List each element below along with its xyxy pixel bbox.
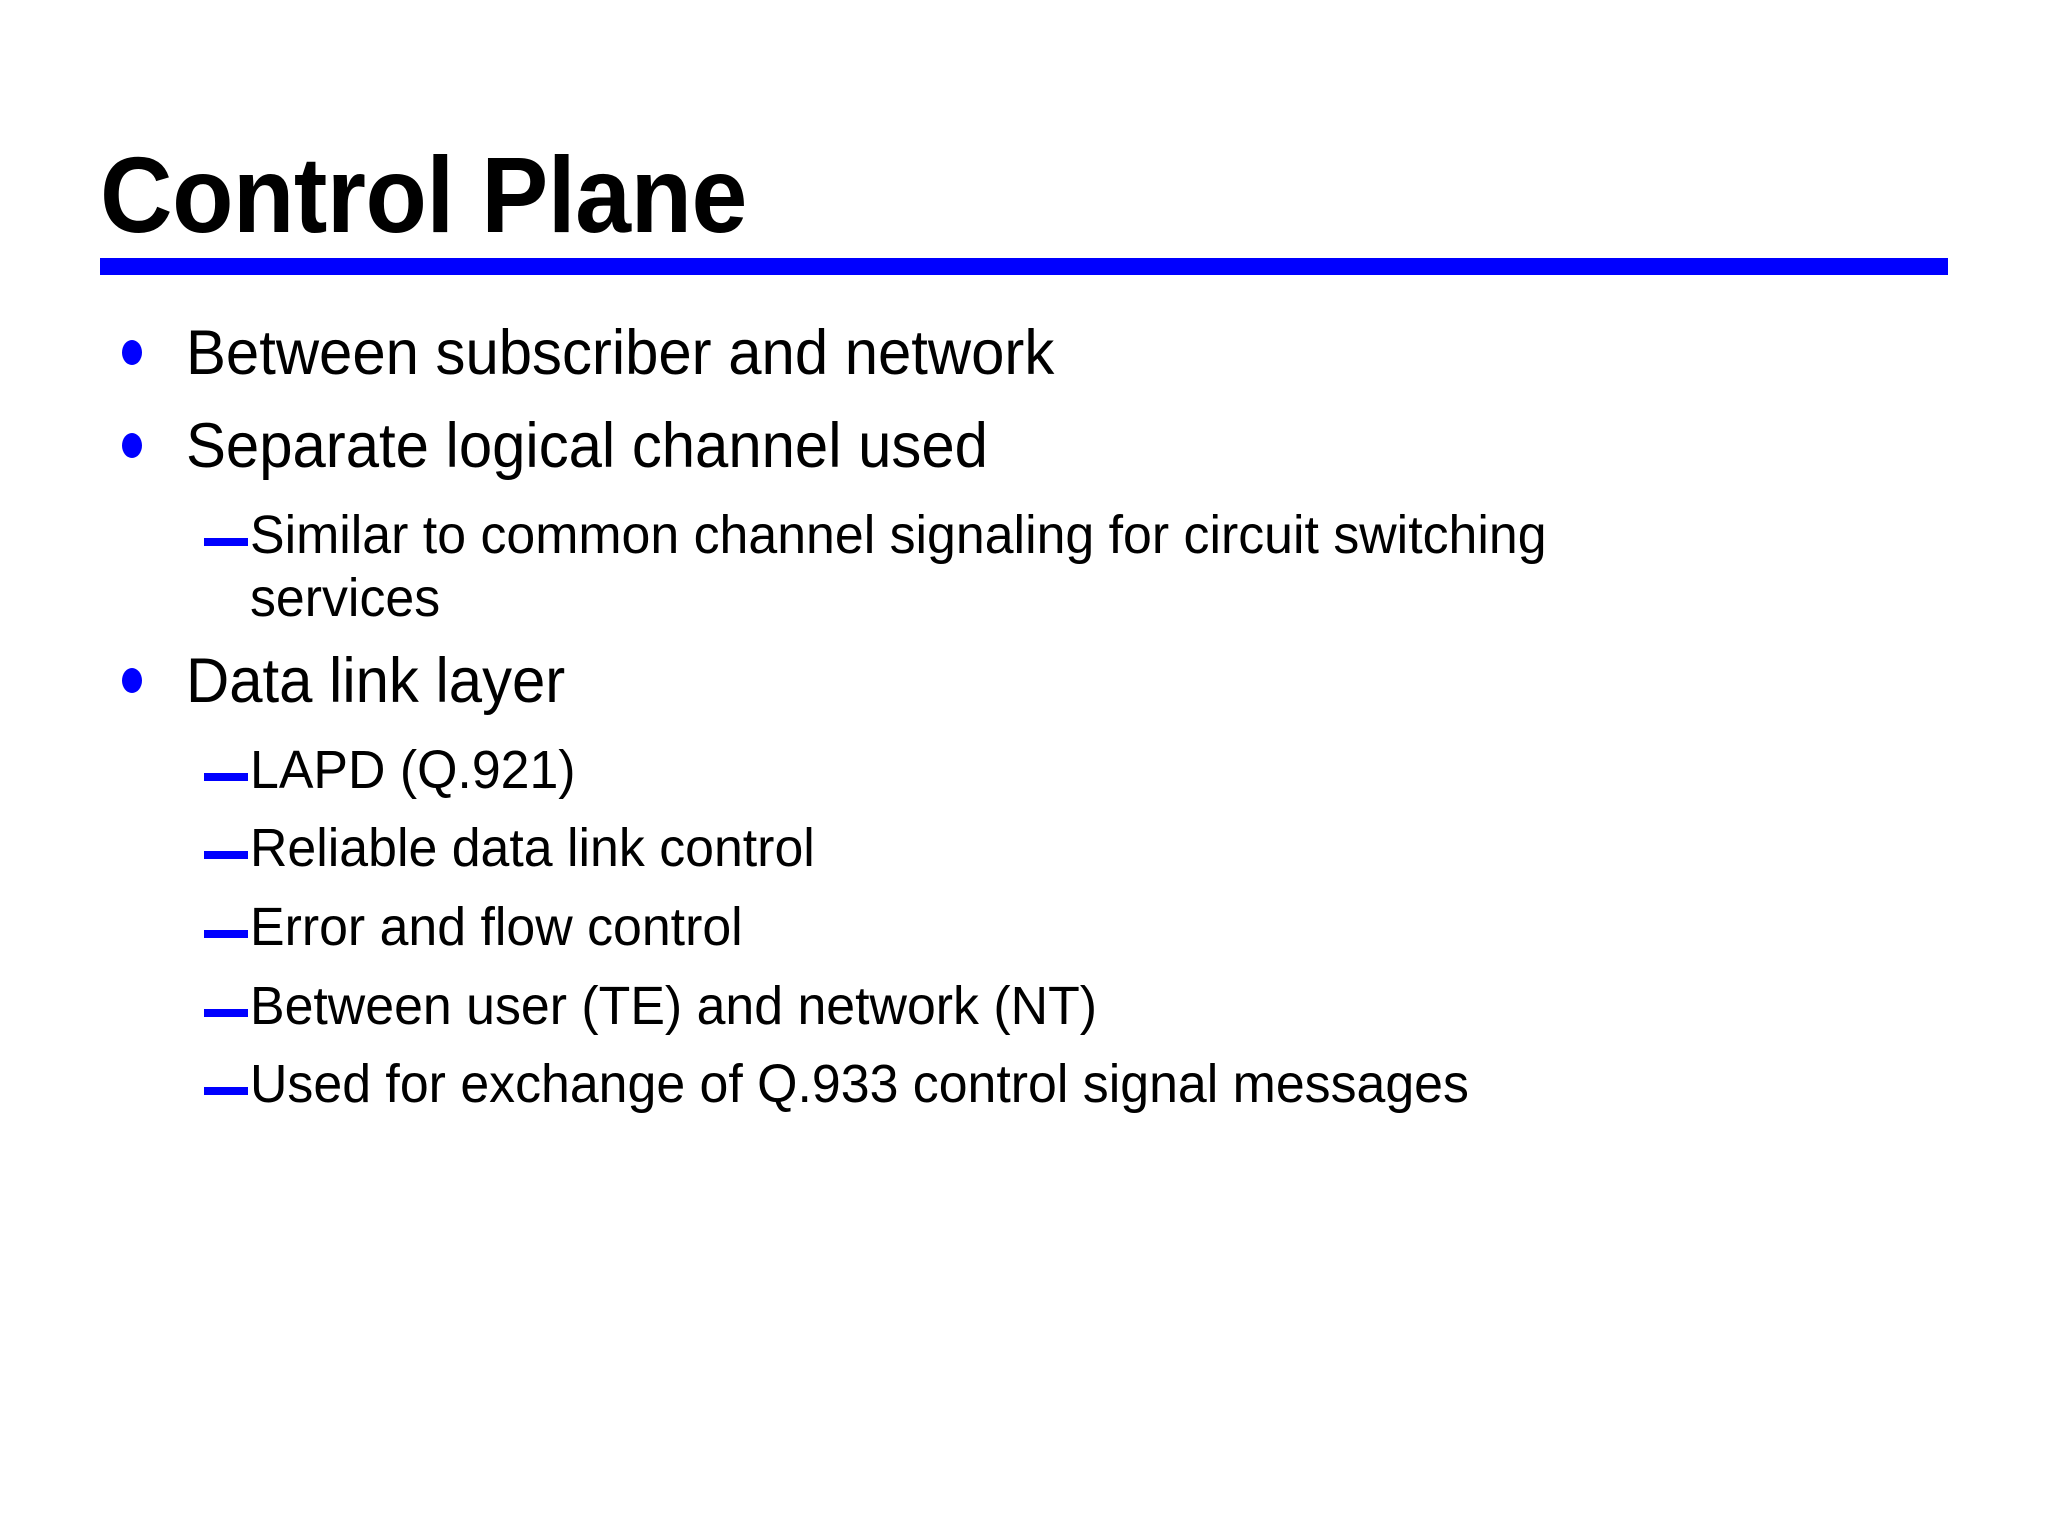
sub-list-item: LAPD (Q.921) xyxy=(108,739,2008,802)
title-block: Control Plane xyxy=(100,134,1950,276)
bullet-dash-icon xyxy=(204,851,248,860)
sub-list-item-label: LAPD (Q.921) xyxy=(250,739,576,800)
title-underline-rule xyxy=(100,258,1948,276)
list-item: Separate logical channel used xyxy=(108,411,2008,482)
list-item: Data link layer xyxy=(108,646,2008,717)
sub-list-item: Used for exchange of Q.933 control signa… xyxy=(108,1053,2008,1116)
bullet-dash-icon xyxy=(204,1087,248,1096)
bullet-list: Between subscriber and network Separate … xyxy=(108,318,2008,1132)
list-item: Between subscriber and network xyxy=(108,318,2008,389)
page-title: Control Plane xyxy=(100,134,747,255)
sub-list-item-label: Error and flow control xyxy=(250,897,743,958)
bullet-dash-icon xyxy=(204,772,248,781)
list-item-label: Between subscriber and network xyxy=(186,318,1055,388)
bullet-dash-icon xyxy=(204,930,248,939)
sub-list-item-label: Between user (TE) and network (NT) xyxy=(250,975,1098,1036)
bullet-dot-icon xyxy=(122,340,142,366)
list-item-label: Data link layer xyxy=(186,645,566,716)
sub-list-item-label: Reliable data link control xyxy=(250,818,815,879)
bullet-dash-icon xyxy=(204,538,248,547)
sub-list-item: Error and flow control xyxy=(108,896,2008,959)
bullet-dot-icon xyxy=(122,433,142,459)
list-item-label: Separate logical channel used xyxy=(186,411,988,482)
sub-list-item-label: Used for exchange of Q.933 control signa… xyxy=(250,1054,1469,1115)
sub-list-item: Similar to common channel signaling for … xyxy=(108,504,2008,629)
sub-list-item: Reliable data link control xyxy=(108,817,2008,880)
sub-list-item-label: Similar to common channel signaling for … xyxy=(250,505,1547,628)
sub-list-item: Between user (TE) and network (NT) xyxy=(108,975,2008,1038)
bullet-dot-icon xyxy=(122,667,142,694)
bullet-dash-icon xyxy=(204,1008,248,1017)
